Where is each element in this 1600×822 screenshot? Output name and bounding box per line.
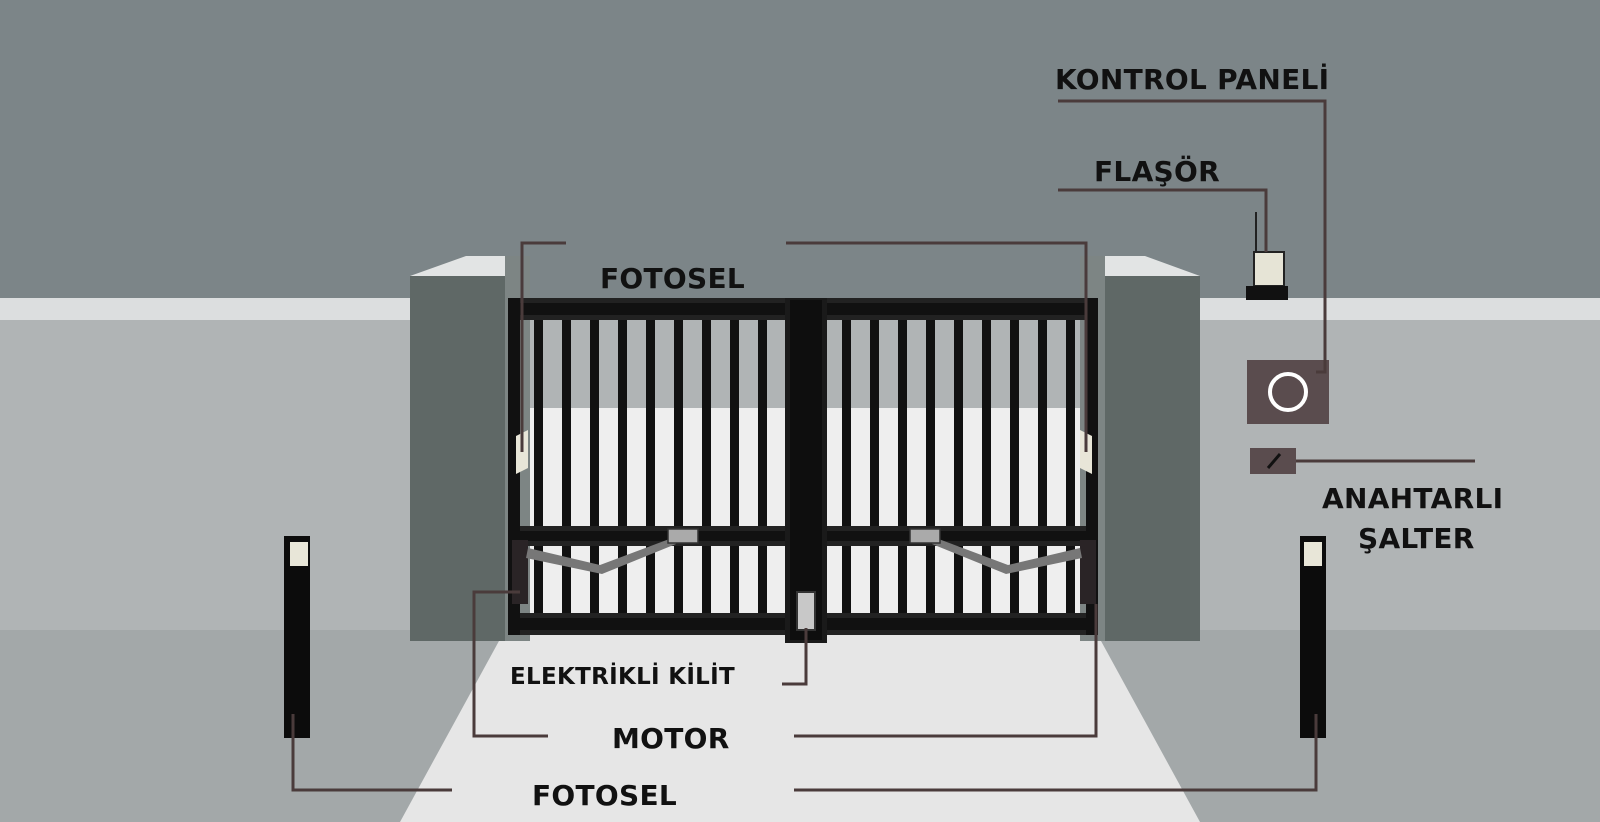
gate	[508, 298, 1098, 643]
right-motor-bracket	[909, 528, 941, 544]
leader-flasor	[1058, 188, 1268, 252]
gate-bar	[842, 318, 851, 615]
left-motor-bracket	[667, 528, 699, 544]
left-photocell-lens	[290, 542, 308, 566]
label-motor: MOTOR	[612, 722, 730, 755]
gate-bar	[982, 318, 991, 615]
gate-bar	[870, 318, 879, 615]
control-panel-dial	[1268, 372, 1308, 412]
left-motor-body	[512, 540, 528, 604]
control-panel-box	[1247, 360, 1329, 424]
left-motor-arm	[526, 538, 676, 574]
label-anahtarli: ANAHTARLI	[1322, 482, 1504, 515]
sky-background	[0, 0, 1600, 300]
label-flasor: FLAŞÖR	[1094, 155, 1220, 188]
leader-fotosel-bottom-right	[794, 714, 1318, 792]
right-motor-body	[1080, 540, 1096, 604]
flasher-base	[1246, 286, 1288, 300]
right-motor-icon	[909, 528, 1096, 604]
electric-lock-icon	[796, 591, 816, 631]
left-pillar	[410, 276, 505, 641]
gate-bar	[898, 318, 907, 615]
right-photocell-post-icon	[1300, 536, 1326, 738]
left-photocell-post-icon	[284, 536, 310, 738]
left-pillar-cap	[410, 256, 530, 276]
gate-bar	[1010, 318, 1019, 615]
leader-fotosel-top-left	[520, 241, 566, 452]
leader-motor-right	[794, 604, 1098, 738]
gate-bar	[1066, 318, 1075, 615]
control-panel-icon	[1247, 360, 1329, 424]
flasher-lens	[1253, 251, 1285, 287]
leader-lines	[291, 99, 1475, 792]
right-photocell-post	[1300, 536, 1326, 738]
flasher-lamp-icon	[1246, 212, 1288, 300]
leader-fotosel-top-right	[786, 241, 1088, 452]
leader-kontrol-paneli	[1058, 99, 1327, 374]
label-elektrikli-kilit: ELEKTRİKLİ KİLİT	[510, 664, 735, 690]
gate-bar	[954, 318, 963, 615]
gate-bar	[618, 318, 627, 615]
left-motor-icon	[512, 528, 699, 604]
right-pillar	[1105, 276, 1200, 641]
gate-center-post-face	[790, 300, 822, 640]
key-switch-icon	[1250, 448, 1296, 474]
label-fotosel-top: FOTOSEL	[600, 262, 746, 295]
gate-bar	[674, 318, 683, 615]
leader-elektrikli-kilit	[782, 628, 808, 686]
gate-bar	[730, 318, 739, 615]
right-motor-arm	[932, 538, 1082, 574]
right-pillar-cap	[1080, 256, 1200, 276]
leader-motor-left	[472, 590, 548, 738]
left-photocell-post	[284, 536, 310, 738]
gate-bar	[590, 318, 599, 615]
right-photocell-lens	[1304, 542, 1322, 566]
driveway	[400, 630, 1200, 822]
gate-bar	[534, 318, 543, 615]
gate-bar	[758, 318, 767, 615]
leader-fotosel-bottom-left	[291, 714, 452, 792]
key-slot	[1266, 453, 1282, 469]
gate-bar	[562, 318, 571, 615]
gate-bar	[1038, 318, 1047, 615]
gate-bar	[646, 318, 655, 615]
gate-bar	[926, 318, 935, 615]
gate-bar	[702, 318, 711, 615]
label-fotosel-bottom: FOTOSEL	[532, 779, 678, 812]
label-salter: ŞALTER	[1358, 522, 1475, 555]
label-kontrol-paneli: KONTROL PANELİ	[1055, 63, 1330, 96]
